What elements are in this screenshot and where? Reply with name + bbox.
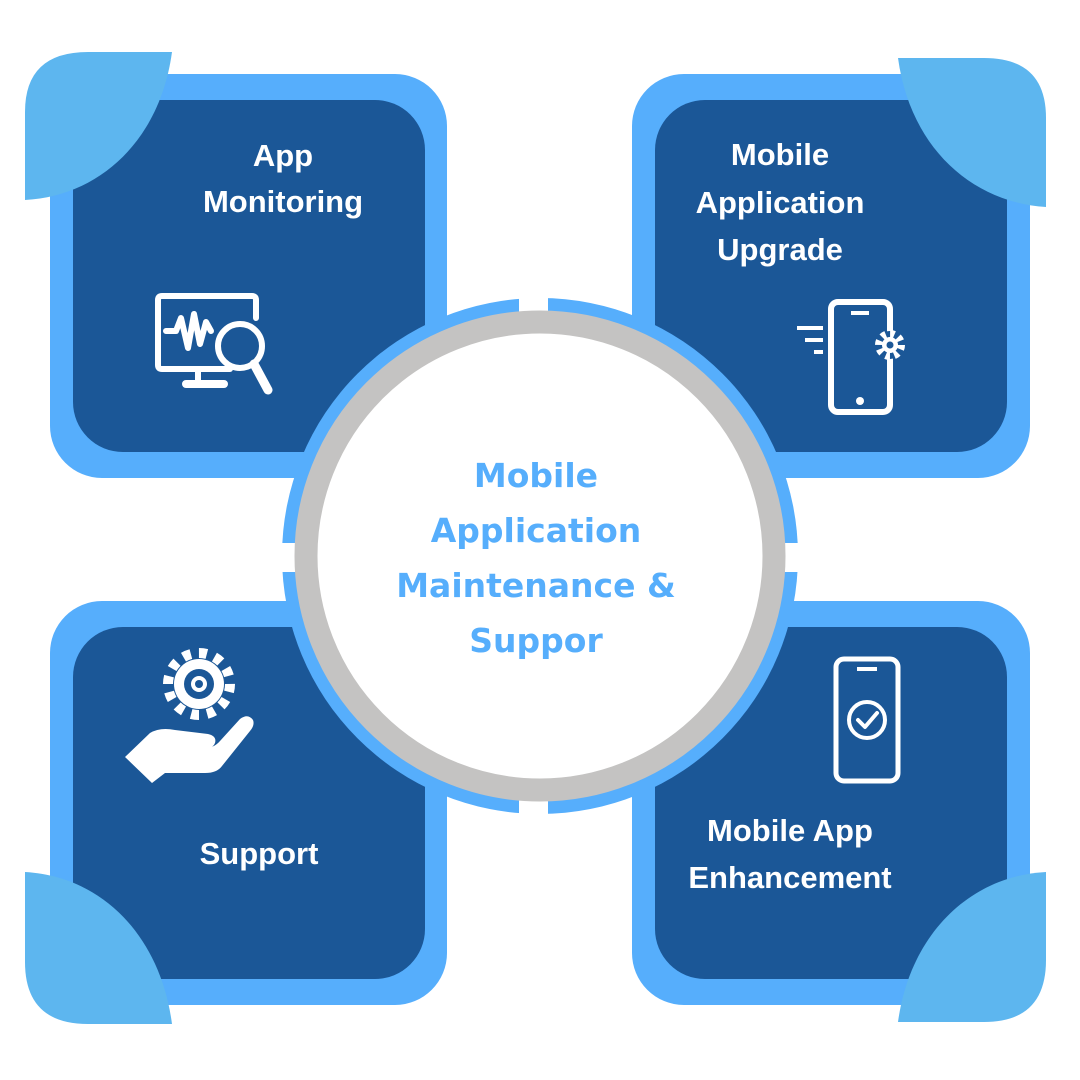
corner-leaf-top-left — [25, 52, 172, 200]
center-title-line: Mobile — [474, 456, 598, 495]
card-label: Mobile App — [707, 813, 873, 848]
phone-gear-icon — [797, 299, 905, 415]
monitor-search-icon — [155, 293, 273, 395]
corner-leaf-bottom-right — [898, 872, 1046, 1022]
hand-gear-icon — [125, 648, 254, 783]
center-title-line: Application — [431, 511, 642, 550]
card-label: Enhancement — [688, 860, 891, 895]
card-label: Mobile — [731, 137, 829, 172]
card-mobile-application-upgrade — [632, 74, 1030, 478]
center-title-line: Maintenance & — [396, 566, 676, 605]
corner-leaf-bottom-left — [25, 872, 172, 1024]
card-label: Application — [696, 185, 865, 220]
center-ring — [270, 290, 810, 830]
card-label: Monitoring — [203, 184, 363, 219]
center-title: Mobile Application Maintenance & Suppor — [396, 456, 676, 660]
card-label: Support — [200, 836, 319, 871]
phone-check-icon — [833, 656, 901, 784]
corner-leaf-top-right — [898, 58, 1046, 207]
card-label: Upgrade — [717, 232, 843, 267]
card-label: App — [253, 138, 313, 173]
card-app-monitoring — [50, 74, 447, 478]
center-title-line: Suppor — [469, 621, 603, 660]
